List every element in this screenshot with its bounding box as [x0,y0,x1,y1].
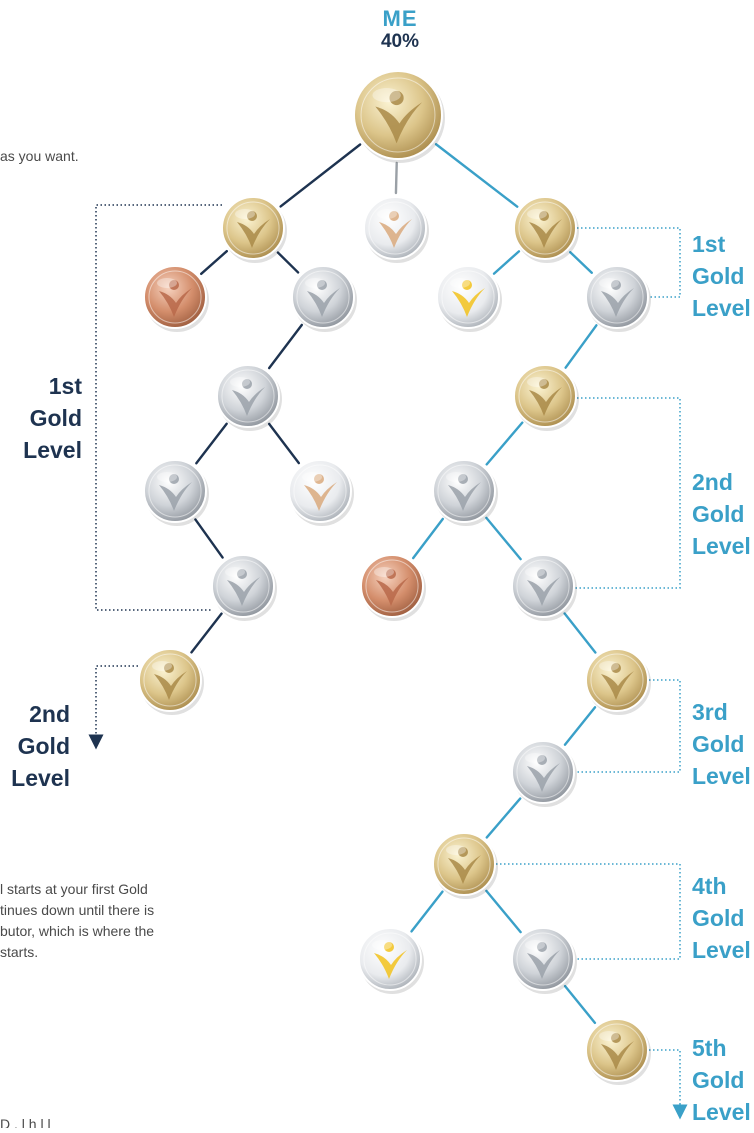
level-ordinal: 2nd [29,701,70,727]
connector-line [564,324,598,369]
level-bracket [575,679,681,773]
explanation-line-1: l starts at your first Gold [0,881,148,897]
level-word-level: Level [11,765,70,791]
level-ordinal: 5th [692,1035,727,1061]
level-word-gold: Gold [692,263,745,289]
me-percent: 40% [380,31,420,52]
level-bracket [88,665,138,750]
intro-text-fragment: as you want. [0,148,79,164]
distributor-medal-gold [513,364,579,431]
right-first-gold-level-label: 1st Gold Level [692,228,751,324]
level-ordinal: 1st [48,373,82,399]
level-word-level: Level [692,533,751,559]
level-word-gold: Gold [29,405,82,431]
connector-line [492,250,521,275]
distributor-medal-silver [511,554,577,621]
level-ordinal: 2nd [692,469,733,495]
connector-line [200,249,228,276]
connector-line [485,797,522,839]
connector-line [563,984,597,1025]
level-word-level: Level [692,1099,751,1125]
distributor-medal-gold [585,648,651,715]
level-bracket [95,204,222,611]
distributor-medal-bronze-pale [288,459,354,526]
connector-line [434,143,519,208]
connector-line [195,422,228,465]
distributor-medal-bronze [143,265,209,332]
level-word-gold: Gold [692,731,745,757]
connector-line [485,889,522,934]
connector-line [563,706,597,746]
connector-line [485,516,522,561]
distributor-medal-silver [216,364,282,431]
distributor-medal-yellow [436,265,502,332]
explanation-line-3: butor, which is where the [0,923,155,939]
distributor-medal-gold [138,648,204,715]
level-word-gold: Gold [17,733,70,759]
distributor-medal-bronze [360,554,426,621]
right-third-gold-level-label: 3rd Gold Level [692,696,751,792]
explanation-line-4: starts. [0,944,39,960]
connector-line [485,421,524,466]
connector-line [276,251,300,274]
explanation-line-2: tinues down until there is [0,902,155,918]
distributor-medal-bronze-pale [363,196,429,263]
distributor-medal-gold [513,196,579,263]
bottom-text-fragment: D . l h l l [0,1116,51,1128]
level-bracket [577,227,681,298]
level-ordinal: 1st [692,231,726,257]
distributor-medal-gold [585,1018,651,1085]
left-first-gold-level-label: 1st Gold Level [0,370,82,466]
level-ordinal: 3rd [692,699,728,725]
level-word-level: Level [692,295,751,321]
connector-line [190,612,223,654]
level-bracket [649,1049,688,1120]
distributor-medal-silver [211,554,277,621]
distributor-medal-silver [511,740,577,807]
distributor-medal-silver [432,459,498,526]
distributor-medal-gold [221,196,287,263]
level-word-gold: Gold [692,501,745,527]
distributor-medal-silver [143,459,209,526]
right-fifth-gold-level-label: 5th Gold Level [692,1032,751,1128]
distributor-medal-gold [432,832,498,899]
right-second-gold-level-label: 2nd Gold Level [692,466,751,562]
right-fourth-gold-level-label: 4th Gold Level [692,870,751,966]
level-word-gold: Gold [692,905,745,931]
distributor-medal-silver [585,265,651,332]
connector-line [569,251,593,274]
connector-line [410,890,444,933]
distributor-medal-silver [511,927,577,994]
me-label: ME [382,6,418,31]
level-word-level: Level [692,763,751,789]
left-second-gold-level-label: 2nd Gold Level [0,698,70,794]
level-word-level: Level [692,937,751,963]
me-medal [353,70,445,163]
connector-line [411,517,445,560]
level-ordinal: 4th [692,873,727,899]
connector-line [279,143,362,208]
level-word-gold: Gold [692,1067,745,1093]
distributor-medal-silver [291,265,357,332]
level-bracket [496,863,681,960]
connector-line [194,518,224,559]
connector-line [267,422,301,465]
connector-line [267,323,304,370]
distributor-medal-yellow [358,927,424,994]
level-word-level: Level [23,437,82,463]
level-bracket [575,397,681,589]
connector-line [394,161,398,195]
connector-line [563,612,597,654]
